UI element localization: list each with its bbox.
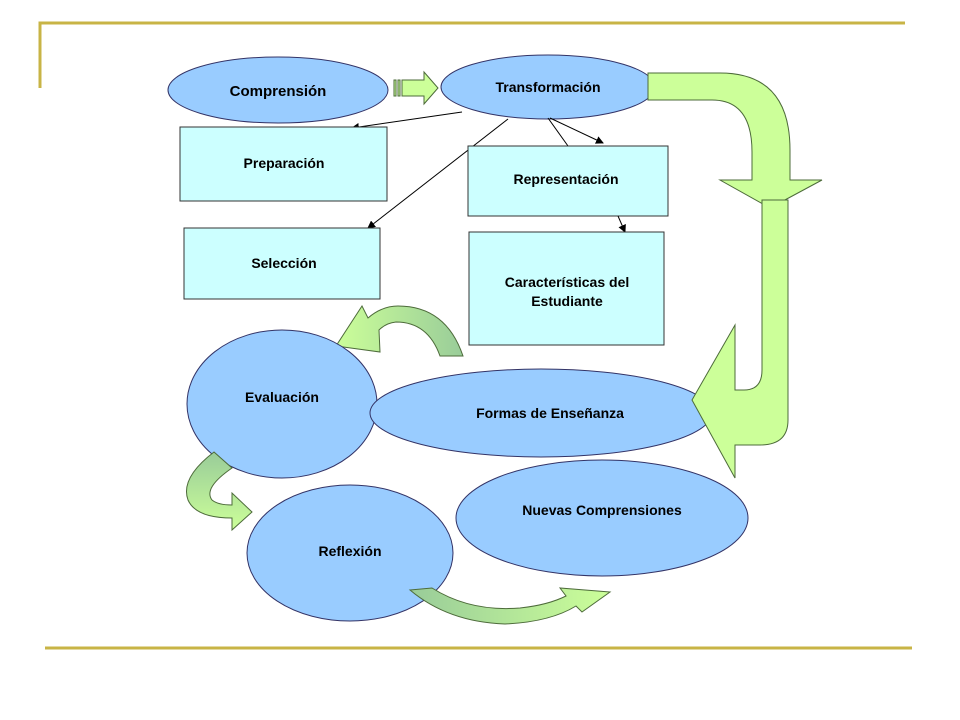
node-evaluacion-label: Evaluación [245,389,319,405]
connector-to-representacion [549,117,604,144]
node-comprension: Comprensión [167,56,389,124]
top-rule [38,21,905,88]
node-transformacion: Transformación [440,54,656,120]
cycle-arrow-to-evaluacion [335,304,464,357]
node-reflexion-label: Reflexión [318,543,381,559]
node-seleccion-label: Selección [251,255,316,271]
connector-to-caracteristicas-start [547,117,569,147]
node-caracteristicas: Características del Estudiante [468,231,665,346]
striped-arrow [393,70,439,106]
node-caracteristicas-label-line1: Características del [505,274,630,290]
node-caracteristicas-label-line2: Estudiante [531,293,603,309]
node-comprension-label: Comprensión [230,83,327,100]
node-seleccion: Selección [183,227,381,300]
node-representacion: Representación [467,145,669,217]
node-transformacion-label: Transformación [495,79,600,95]
cycle-arrow-to-nuevas-comprensiones [408,587,612,625]
node-preparacion: Preparación [179,126,388,202]
curved-arrow-down [647,72,823,209]
node-nuevas-comprensiones-label: Nuevas Comprensiones [522,502,682,518]
connector-to-preparacion [351,111,463,131]
node-preparacion-label: Preparación [244,155,325,171]
node-formas-ensenanza-label: Formas de Enseñanza [476,405,624,421]
bent-arrow-to-formas [691,199,789,479]
node-formas-ensenanza: Formas de Enseñanza [369,368,713,458]
connector-to-seleccion [367,118,509,229]
connector-to-caracteristicas [617,215,626,233]
node-representacion-label: Representación [513,171,618,187]
node-nuevas-comprensiones: Nuevas Comprensiones [455,459,749,577]
cycle-arrow-to-reflexion [186,451,253,532]
node-reflexion: Reflexión [246,484,454,622]
